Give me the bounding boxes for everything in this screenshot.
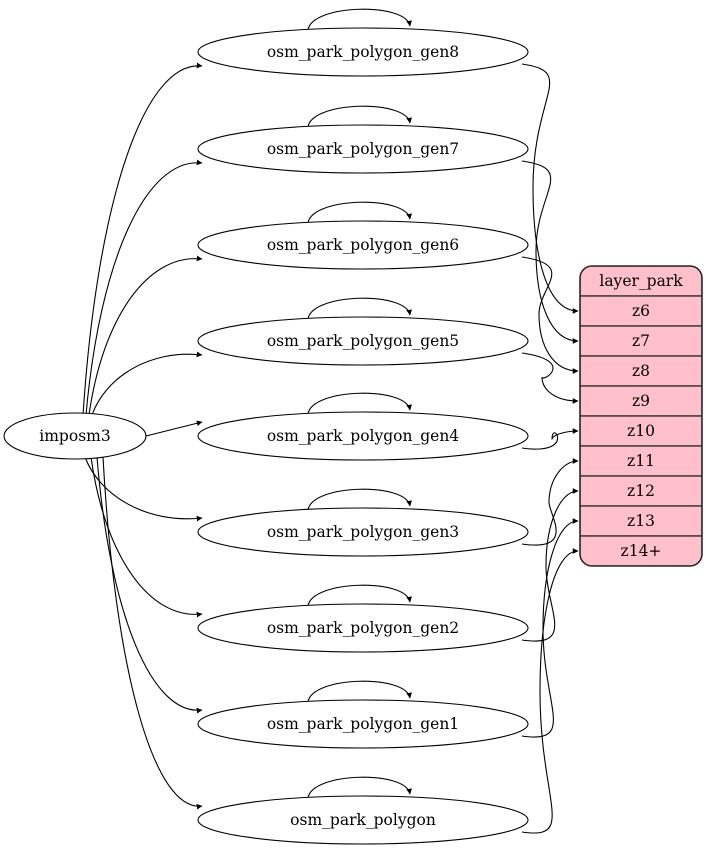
node-osm-park-polygon-gen7-label: osm_park_polygon_gen7: [267, 140, 459, 158]
table-row-label: z13: [627, 512, 655, 530]
table-row-label: z8: [632, 362, 650, 380]
table-row-z12[interactable]: [580, 475, 702, 507]
node-imposm3-label: imposm3: [39, 427, 110, 445]
table-row-z7[interactable]: [580, 325, 702, 357]
node-osm-park-polygon-gen2-shape: [197, 603, 529, 653]
node-imposm3-shape: [3, 412, 147, 460]
node-osm-park-polygon-gen1[interactable]: osm_park_polygon_gen1: [197, 699, 529, 749]
node-osm-park-polygon-gen4[interactable]: osm_park_polygon_gen4: [197, 411, 529, 461]
self-loop-edge-1: [307, 105, 412, 128]
node-osm-park-polygon-gen8-shape: [197, 27, 529, 77]
table-row-label: z6: [632, 302, 650, 320]
node-osm-park-polygon-gen5-label: osm_park_polygon_gen5: [267, 332, 459, 350]
node-imposm3[interactable]: imposm3: [3, 412, 147, 460]
node-osm-park-polygon[interactable]: osm_park_polygon: [197, 795, 529, 845]
nodes-layer: imposm3 osm_park_polygon_gen8 osm_park_pol…: [3, 27, 529, 845]
self-loop-edge-2: [307, 201, 412, 224]
self-loop-edge-7: [307, 680, 412, 703]
table-border: [579, 265, 703, 567]
node-osm-park-polygon-gen7[interactable]: osm_park_polygon_gen7: [197, 124, 529, 174]
table-row-z10[interactable]: [580, 415, 702, 447]
edge-osm-park-polygon-gen7-to-z7: [521, 160, 579, 344]
table-row-label: z10: [627, 422, 655, 440]
table-node-layer: layer_park z6 z7 z8 z9 z10 z11 z12 z13 z14+: [579, 265, 703, 567]
table-row-z11[interactable]: [580, 445, 702, 477]
edge-imposm3-to-osm-park-polygon-gen2: [90, 456, 203, 618]
edge-imposm3-to-osm-park-polygon-gen3: [84, 456, 203, 522]
edge-osm-park-polygon-to-z14+: [521, 548, 579, 834]
edge-imposm3-to-osm-park-polygon: [102, 456, 203, 810]
node-osm-park-polygon-gen6[interactable]: osm_park_polygon_gen6: [197, 220, 529, 270]
table-row-label: z14+: [621, 542, 662, 560]
table-row-z14+[interactable]: [580, 535, 702, 566]
node-osm-park-polygon-gen1-label: osm_park_polygon_gen1: [267, 715, 459, 733]
edge-osm-park-polygon-gen3-to-z11: [521, 458, 579, 546]
edges-layer: [82, 8, 579, 834]
node-osm-park-polygon-gen6-shape: [197, 220, 529, 270]
node-osm-park-polygon-gen1-shape: [197, 699, 529, 749]
node-osm-park-polygon-gen3[interactable]: osm_park_polygon_gen3: [197, 507, 529, 557]
self-loop-edge-0: [307, 8, 412, 31]
node-osm-park-polygon-gen2-label: osm_park_polygon_gen2: [267, 619, 459, 637]
node-osm-park-polygon-gen4-label: osm_park_polygon_gen4: [267, 427, 459, 445]
node-osm-park-polygon-gen6-label: osm_park_polygon_gen6: [267, 236, 459, 254]
table-row-label: z11: [627, 452, 655, 470]
node-osm-park-polygon-gen3-shape: [197, 507, 529, 557]
edge-imposm3-to-osm-park-polygon-gen1: [96, 456, 203, 714]
node-osm-park-polygon-label: osm_park_polygon: [290, 811, 436, 829]
self-loop-edge-8: [307, 776, 412, 799]
edge-osm-park-polygon-gen5-to-z9: [521, 352, 579, 404]
node-osm-park-polygon-gen5[interactable]: osm_park_polygon_gen5: [197, 316, 529, 366]
edge-imposm3-to-osm-park-polygon-gen4: [145, 420, 203, 437]
node-osm-park-polygon-gen5-shape: [197, 316, 529, 366]
node-osm-park-polygon-gen8[interactable]: osm_park_polygon_gen8: [197, 27, 529, 77]
node-osm-park-polygon-gen7-shape: [197, 124, 529, 174]
table-row-label: z7: [632, 332, 650, 350]
edge-imposm3-to-osm-park-polygon-gen6: [88, 255, 203, 416]
self-loop-edge-5: [307, 488, 412, 511]
edge-osm-park-polygon-gen2-to-z12: [521, 488, 579, 642]
node-osm-park-polygon-gen3-label: osm_park_polygon_gen3: [267, 523, 459, 541]
edge-imposm3-to-osm-park-polygon-gen5: [91, 351, 203, 416]
node-osm-park-polygon-gen4-shape: [197, 411, 529, 461]
table-row-z9[interactable]: [580, 385, 702, 417]
edge-imposm3-to-osm-park-polygon-gen8: [82, 62, 203, 416]
self-loop-edge-4: [307, 392, 412, 415]
edge-osm-park-polygon-gen6-to-z8: [521, 256, 579, 374]
node-osm-park-polygon-shape: [197, 795, 529, 845]
edge-osm-park-polygon-gen4-to-z10: [521, 428, 579, 450]
table-title: layer_park: [599, 272, 683, 290]
table-row-z13[interactable]: [580, 505, 702, 537]
edge-osm-park-polygon-gen8-to-z6: [521, 63, 579, 314]
table-row-label: z12: [627, 482, 655, 500]
self-loop-edge-6: [307, 584, 412, 607]
node-osm-park-polygon-gen8-label: osm_park_polygon_gen8: [267, 43, 459, 61]
table-row-label: z9: [632, 392, 650, 410]
self-loop-edge-3: [307, 297, 412, 320]
node-osm-park-polygon-gen2[interactable]: osm_park_polygon_gen2: [197, 603, 529, 653]
edge-imposm3-to-osm-park-polygon-gen7: [85, 159, 203, 416]
